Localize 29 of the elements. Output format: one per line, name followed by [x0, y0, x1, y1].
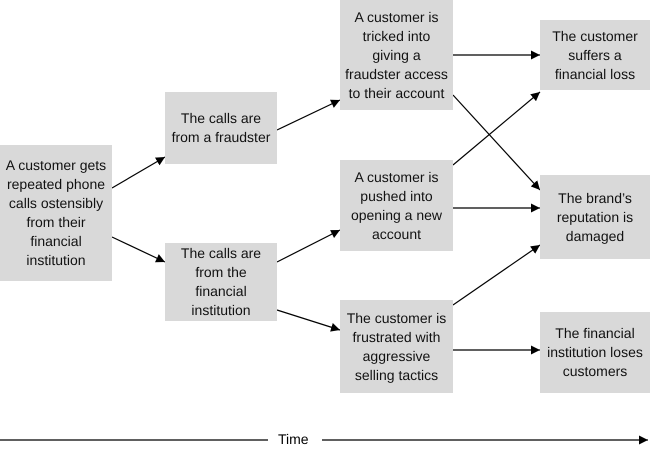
box-text: A customer is pushed into opening a new account	[350, 168, 444, 244]
arrow	[452, 94, 540, 190]
process-box	[540, 312, 650, 393]
process-box	[340, 0, 453, 110]
arrow	[276, 99, 340, 131]
box-text: A customer is tricked into giving a fraudster access to their account	[344, 8, 449, 102]
arrow	[276, 309, 340, 332]
arrow	[112, 156, 166, 189]
box-text: The calls are from the financial institution	[180, 244, 262, 320]
arrow	[453, 204, 540, 212]
arrow	[452, 92, 540, 166]
box-text: The customer suffers a financial loss	[551, 26, 639, 84]
box-text: The customer is frustrated with aggressive selling tactics	[346, 308, 448, 384]
arrow	[452, 244, 540, 306]
process-box	[340, 160, 453, 251]
arrow	[112, 236, 166, 263]
process-box	[165, 243, 277, 321]
box-text: The financial institution loses customers	[546, 324, 644, 381]
box-text: The calls are from a fraudster	[170, 109, 272, 147]
box-text: The brand’s reputation is damaged	[556, 188, 634, 246]
process-box	[540, 20, 650, 90]
arrow	[276, 229, 340, 263]
process-box	[165, 92, 277, 164]
arrow	[453, 50, 540, 60]
process-box	[340, 300, 453, 393]
process-box	[0, 145, 112, 281]
box-text: A customer gets repeated phone calls ostensibly from their financial institution	[4, 156, 108, 270]
arrow	[453, 346, 540, 354]
process-box	[540, 175, 650, 259]
